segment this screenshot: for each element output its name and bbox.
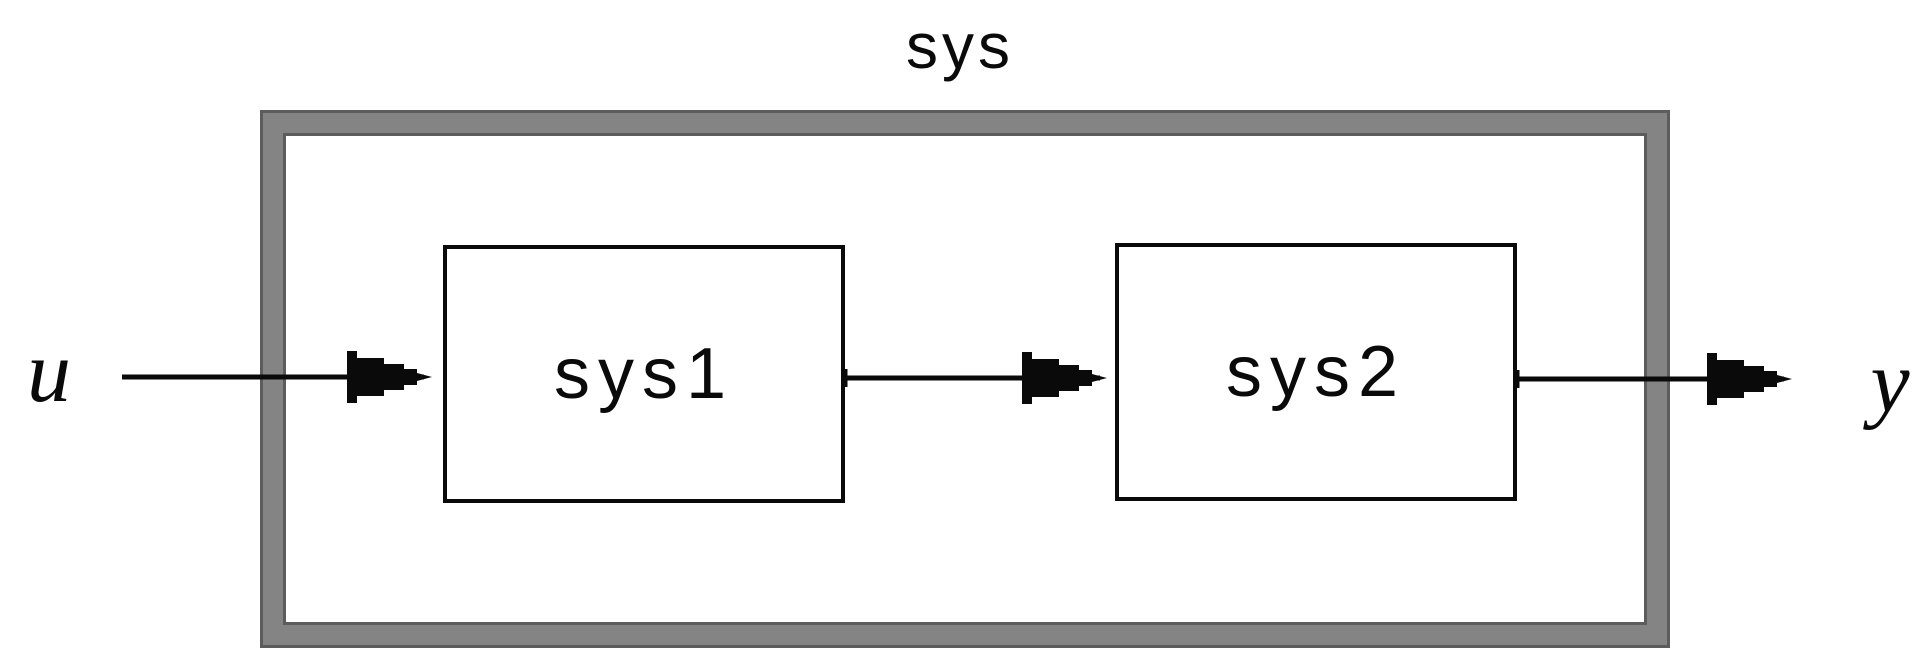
block-sys2-label: sys2 xyxy=(1225,332,1407,412)
input-label-u: u xyxy=(27,323,71,421)
block-sys1: sys1 xyxy=(443,245,845,503)
block-sys1-label: sys1 xyxy=(553,334,735,414)
block-sys2: sys2 xyxy=(1115,243,1517,501)
output-arrowhead-icon xyxy=(1707,353,1792,405)
diagram-title: sys xyxy=(906,10,1014,82)
output-label-y: y xyxy=(1870,334,1910,431)
